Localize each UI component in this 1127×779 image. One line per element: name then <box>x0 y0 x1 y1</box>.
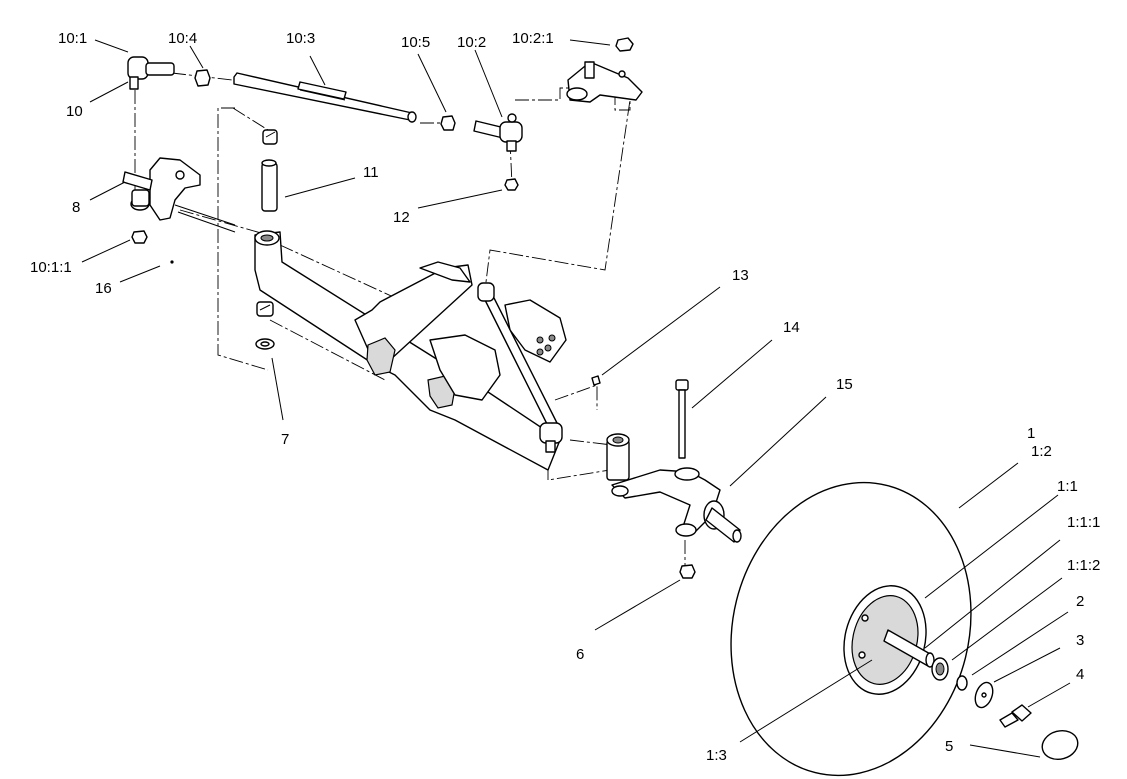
callout-3: 3 <box>1076 632 1084 649</box>
callout-1-2: 1:2 <box>1031 443 1052 460</box>
callout-10: 10 <box>66 103 83 120</box>
callout-10-4: 10:4 <box>168 30 197 47</box>
axle-beam <box>254 230 567 471</box>
jam-nut-left <box>194 69 211 87</box>
callout-13: 13 <box>732 267 749 284</box>
callout-10-1-1: 10:1:1 <box>30 259 72 276</box>
tie-rod-end-left <box>127 56 175 90</box>
steering-arm-plate <box>566 61 643 103</box>
callout-8: 8 <box>72 199 80 216</box>
callout-7: 7 <box>281 431 289 448</box>
callout-16: 16 <box>95 280 112 297</box>
nut-12 <box>504 178 519 191</box>
grease-fitting-13 <box>591 375 601 386</box>
callout-10-2: 10:2 <box>457 34 486 51</box>
nut-6 <box>679 564 696 579</box>
callout-1-1-1: 1:1:1 <box>1067 514 1100 531</box>
callout-10-2-1: 10:2:1 <box>512 30 554 47</box>
callout-labels: 10:1 10:4 10:3 10:5 10:2 10:2:1 10 8 10:… <box>30 30 1100 764</box>
callout-14: 14 <box>783 319 800 336</box>
nut-10-1-1 <box>131 230 148 244</box>
cotter-pin-16 <box>170 260 174 264</box>
callout-1: 1 <box>1027 425 1035 442</box>
drag-link <box>477 282 563 453</box>
bolt-14 <box>675 379 689 459</box>
callout-5: 5 <box>945 738 953 755</box>
spindle-right <box>606 433 742 543</box>
jam-nut-right <box>440 115 456 131</box>
nut-10-2-1 <box>615 37 634 52</box>
kingpin-bushing-stack <box>255 129 278 350</box>
callout-6: 6 <box>576 646 584 663</box>
callout-2: 2 <box>1076 593 1084 610</box>
tie-rod-end-right <box>473 113 523 152</box>
tie-rod-tube <box>233 72 417 123</box>
callout-12: 12 <box>393 209 410 226</box>
callout-10-5: 10:5 <box>401 34 430 51</box>
wheel-assembly <box>730 481 1079 777</box>
callout-1-3: 1:3 <box>706 747 727 764</box>
tie-rod-assembly <box>127 37 643 152</box>
callout-15: 15 <box>836 376 853 393</box>
callout-10-1: 10:1 <box>58 30 87 47</box>
leader-lines <box>81 39 1071 758</box>
callout-1-1-2: 1:1:2 <box>1067 557 1100 574</box>
callout-11: 11 <box>363 164 379 181</box>
spindle-left <box>122 157 236 233</box>
callout-10-3: 10:3 <box>286 30 315 47</box>
callout-1-1: 1:1 <box>1057 478 1078 495</box>
callout-4: 4 <box>1076 666 1084 683</box>
